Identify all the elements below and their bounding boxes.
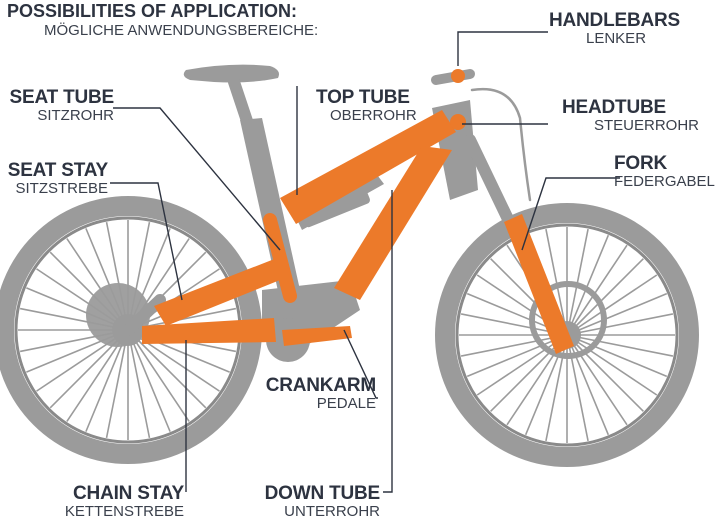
headtube-part bbox=[450, 114, 466, 130]
chain-stay-en: CHAIN STAY bbox=[73, 483, 184, 504]
handlebars-en: HANDLEBARS bbox=[548, 10, 680, 31]
label-seat-tube: SEAT TUBE SITZROHR bbox=[4, 87, 115, 124]
wheel-spoke bbox=[566, 334, 610, 436]
leader-lines bbox=[110, 31, 620, 493]
wheel-spoke bbox=[85, 329, 129, 432]
wheel-spoke bbox=[566, 258, 644, 336]
top-tube-part bbox=[280, 110, 456, 224]
seat-stay-de: SITZSTREBE bbox=[15, 180, 108, 197]
seat-stay-part bbox=[154, 256, 290, 326]
wheel-spoke bbox=[545, 228, 568, 336]
label-crankarm: CRANKARM PEDALE bbox=[260, 376, 376, 411]
handlebars-part bbox=[451, 69, 465, 83]
seat-tube-en: SEAT TUBE bbox=[9, 87, 115, 108]
label-fork: FORK FEDERGABEL bbox=[614, 154, 715, 189]
label-chain-stay: CHAIN STAY KETTENSTREBE bbox=[40, 484, 184, 519]
down-tube-part bbox=[334, 146, 452, 300]
fork-de: FEDERGABEL bbox=[614, 173, 715, 190]
label-seat-stay: SEAT STAY SITZSTREBE bbox=[4, 161, 108, 196]
wheel-spoke bbox=[566, 228, 589, 336]
crankarm-part bbox=[282, 326, 352, 346]
diagram-title: POSSIBILITIES OF APPLICATION: MÖGLICHE A… bbox=[7, 2, 318, 38]
wheel-spoke bbox=[466, 334, 568, 378]
wheel-spoke bbox=[127, 329, 171, 432]
wheel-spoke bbox=[566, 274, 658, 336]
chain-stay-part bbox=[142, 318, 276, 344]
highlighted-parts bbox=[142, 69, 574, 354]
label-handlebars: HANDLEBARS LENKER bbox=[548, 11, 680, 46]
front-wheel bbox=[435, 203, 699, 467]
wheel-spoke bbox=[566, 334, 589, 442]
crankarm-de: PEDALE bbox=[316, 395, 376, 412]
wheel-spoke bbox=[127, 329, 151, 439]
fork-part bbox=[504, 214, 574, 354]
label-headtube: HEADTUBE STEUERROHR bbox=[562, 98, 699, 133]
seat-tube-part bbox=[263, 213, 297, 303]
title-main: POSSIBILITIES OF APPLICATION: bbox=[7, 1, 298, 21]
down-tube-de: UNTERROHR bbox=[284, 503, 380, 520]
wheel-spoke bbox=[566, 234, 610, 336]
handlebars-de: LENKER bbox=[586, 30, 647, 47]
wheel-spoke bbox=[460, 334, 568, 357]
top-tube-de: OBERROHR bbox=[330, 107, 417, 124]
fork-en: FORK bbox=[614, 153, 668, 174]
title-sub: MÖGLICHE ANWENDUNGSBEREICHE: bbox=[44, 22, 319, 39]
label-top-tube: TOP TUBE OBERROHR bbox=[316, 88, 417, 123]
headtube-de: STEUERROHR bbox=[594, 117, 700, 134]
top-tube-en: TOP TUBE bbox=[316, 87, 410, 108]
wheel-spoke bbox=[566, 313, 674, 336]
chain-stay-de: KETTENSTREBE bbox=[64, 503, 184, 520]
wheel-spoke bbox=[127, 329, 207, 409]
wheel-spoke bbox=[566, 244, 628, 336]
wheel-spoke bbox=[566, 334, 668, 378]
seat-tube-de: SITZROHR bbox=[37, 107, 114, 124]
wheel-spoke bbox=[566, 334, 628, 426]
seat-stay-en: SEAT STAY bbox=[7, 160, 108, 181]
crankarm-en: CRANKARM bbox=[265, 375, 376, 396]
down-tube-en: DOWN TUBE bbox=[264, 483, 381, 504]
wheel-spoke bbox=[105, 329, 129, 439]
wheel-spoke bbox=[566, 292, 668, 336]
wheel-spoke bbox=[476, 334, 568, 396]
wheel-spoke bbox=[566, 334, 674, 357]
headtube-en: HEADTUBE bbox=[562, 97, 666, 118]
label-down-tube: DOWN TUBE UNTERROHR bbox=[246, 483, 381, 520]
wheel-spoke bbox=[127, 329, 190, 422]
wheel-spoke bbox=[545, 334, 568, 442]
wheel-spoke bbox=[566, 334, 658, 396]
wheel-spoke bbox=[566, 334, 644, 412]
